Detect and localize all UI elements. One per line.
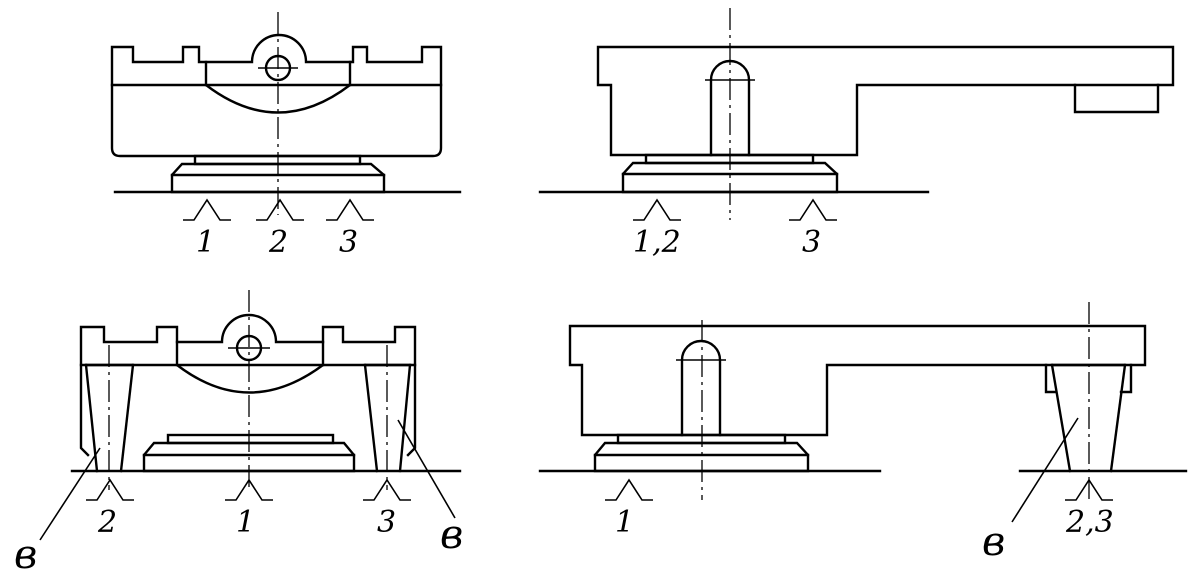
- support-mark-label: в: [14, 532, 37, 578]
- support-label: 2: [97, 505, 117, 540]
- support-label: 1: [196, 225, 215, 260]
- support-symbol: [605, 478, 653, 501]
- support-symbol: [225, 478, 273, 501]
- support-label: 3: [802, 225, 821, 260]
- support-symbol: [633, 198, 681, 221]
- leader-line: [397, 419, 456, 519]
- part-body: [568, 324, 1147, 437]
- support-mark-label: в: [982, 519, 1005, 565]
- support-leg-right: [363, 345, 412, 490]
- leader-line: [1011, 417, 1079, 523]
- support-symbol: [326, 198, 374, 221]
- part-body: [110, 33, 443, 158]
- support-symbol: [183, 198, 231, 221]
- support-label: 2,3: [1065, 505, 1114, 540]
- view-top-right: 1,2 3: [538, 8, 1175, 260]
- support-leg-left: [84, 345, 135, 490]
- support-label: 3: [377, 505, 396, 540]
- part-body: [596, 45, 1175, 157]
- support-label: 2: [268, 225, 288, 260]
- support-label: 1: [615, 505, 634, 540]
- support-symbol: [86, 478, 134, 501]
- support-label: 3: [339, 225, 358, 260]
- view-top-left: 1 2 3: [110, 12, 462, 260]
- view-bottom-right: 1 2,3 в: [538, 302, 1188, 565]
- support-symbol: [789, 198, 837, 221]
- support-symbol: [256, 198, 304, 221]
- support-symbol: [1065, 478, 1113, 501]
- support-label: 1: [236, 505, 255, 540]
- support-mark-label: в: [440, 512, 463, 558]
- support-label: 1,2: [633, 225, 681, 260]
- leader-line: [39, 447, 101, 541]
- support-symbol: [363, 478, 411, 501]
- view-bottom-left: 2 1 3 в в: [14, 290, 463, 578]
